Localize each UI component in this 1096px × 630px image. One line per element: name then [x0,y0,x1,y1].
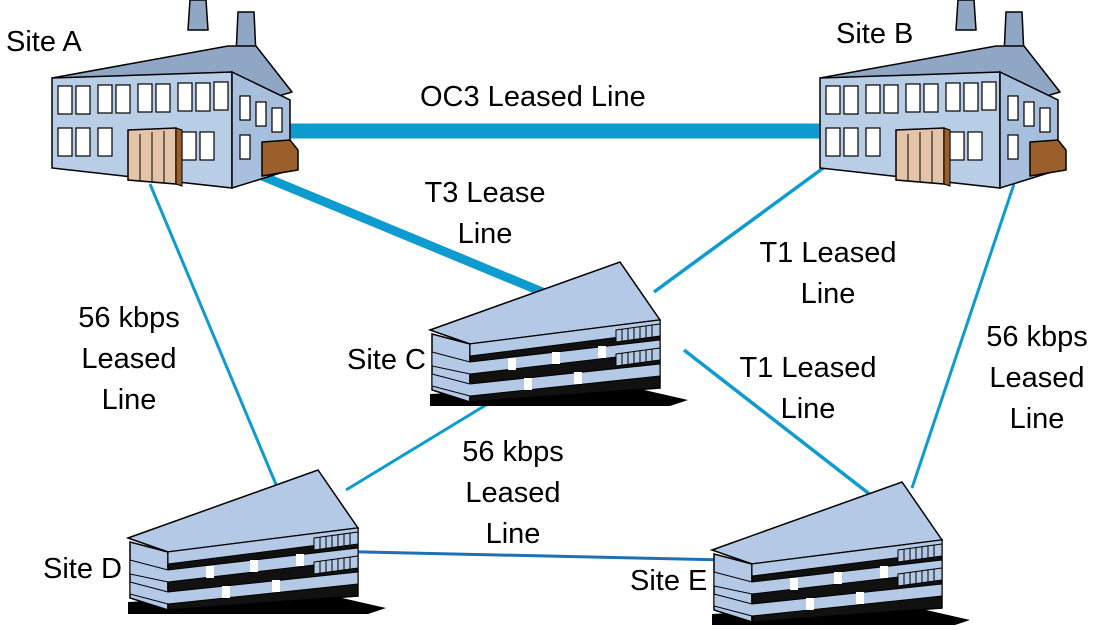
link-c-d-label-line: Leased [465,477,561,509]
link-b-e-label: 56 kbps Leased Line [970,317,1096,440]
link-c-d-label-line: 56 kbps [462,436,564,468]
site-b-label: Site B [836,18,914,50]
link-c-e-label-line: Line [780,393,836,425]
link-a-d-label: 56 kbps Leased Line [62,298,196,421]
link-b-c-t1 [652,164,828,294]
link-a-c-label-line: T3 Lease [424,177,546,209]
link-c-d-label: 56 kbps Leased Line [446,432,580,555]
site-c-office-building-icon [429,261,689,407]
link-a-d-56k [148,183,282,495]
site-d-label: Site D [43,553,122,585]
link-a-c-label-line: Line [457,218,513,250]
link-c-e-t1 [682,348,874,498]
site-e-office-building-icon [711,481,971,627]
site-a-factory-icon [51,0,299,189]
link-b-c-label-line: Line [800,278,856,310]
link-b-c-label-line: T1 Leased [759,237,897,269]
site-c-label: Site C [347,344,426,376]
link-b-e-label-line: 56 kbps [986,321,1088,353]
link-b-e-56k [910,183,1016,489]
link-a-d-label-line: Leased [81,343,177,375]
link-b-e-label-line: Line [1009,403,1065,435]
link-a-b-label-line: OC3 Leased Line [420,81,646,113]
link-a-c-t3 [260,171,554,301]
site-d-office-building-icon [127,469,387,615]
link-a-d-label-line: Line [101,384,157,416]
site-a-label: Site A [6,26,82,58]
link-a-b-label: OC3 Leased Line [420,77,646,118]
link-c-d-label-line: Line [485,518,541,550]
link-a-d-label-line: 56 kbps [78,302,180,334]
link-c-e-label: T1 Leased Line [726,348,890,430]
site-e-label: Site E [630,565,708,597]
link-b-e-label-line: Leased [989,362,1085,394]
link-a-c-label: T3 Lease Line [412,173,558,255]
link-c-d-56k [345,392,505,492]
link-b-c-label: T1 Leased Line [746,233,910,315]
link-c-e-label-line: T1 Leased [739,352,877,384]
